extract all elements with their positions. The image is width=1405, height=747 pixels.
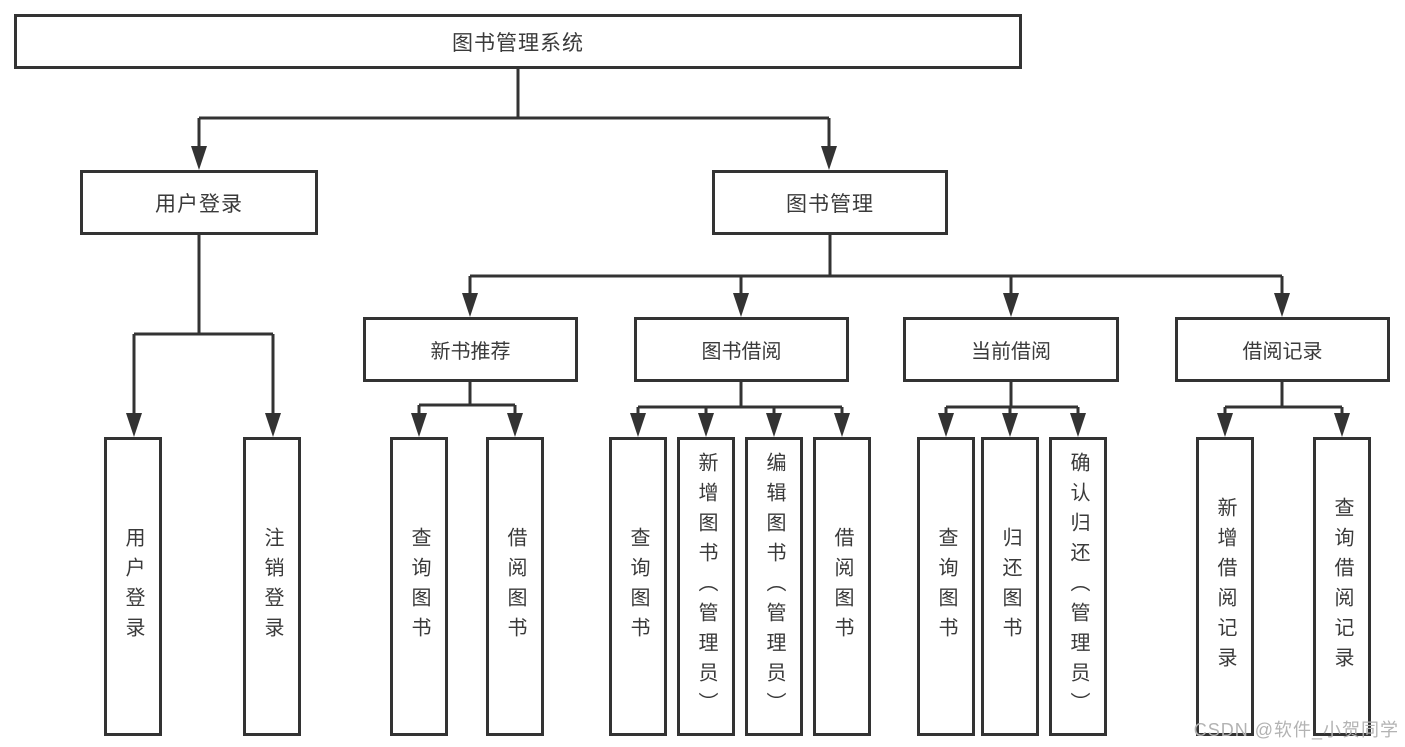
node-label: 借阅图书 xyxy=(831,526,853,647)
leaf-add-borrow-record: 新增借阅记录 xyxy=(1196,437,1254,736)
node-label: 确认归还（管理员） xyxy=(1067,451,1089,722)
leaf-query-books-recommend: 查询图书 xyxy=(390,437,448,736)
node-book-borrowing: 图书借阅 xyxy=(634,317,849,382)
leaf-confirm-return-admin: 确认归还（管理员） xyxy=(1049,437,1107,736)
node-new-book-recommendation: 新书推荐 xyxy=(363,317,578,382)
node-label: 新增借阅记录 xyxy=(1214,496,1236,677)
node-label: 新增图书（管理员） xyxy=(695,451,717,722)
leaf-edit-book-admin: 编辑图书（管理员） xyxy=(745,437,803,736)
node-label: 新书推荐 xyxy=(430,341,511,363)
node-label: 归还图书 xyxy=(999,526,1021,647)
node-label: 注销登录 xyxy=(261,526,283,647)
node-label: 图书借阅 xyxy=(701,341,782,363)
node-label: 查询图书 xyxy=(935,526,957,647)
node-current-borrowing: 当前借阅 xyxy=(903,317,1119,382)
leaf-user-login: 用户登录 xyxy=(104,437,162,736)
leaf-logout: 注销登录 xyxy=(243,437,301,736)
node-user-login-branch: 用户登录 xyxy=(80,170,318,235)
node-label: 查询借阅记录 xyxy=(1331,496,1353,677)
node-label: 用户登录 xyxy=(155,192,243,216)
node-label: 当前借阅 xyxy=(971,341,1051,363)
node-label: 用户登录 xyxy=(122,526,144,647)
node-label: 图书管理系统 xyxy=(452,31,584,55)
node-borrowing-records: 借阅记录 xyxy=(1175,317,1390,382)
leaf-query-borrow-record: 查询借阅记录 xyxy=(1313,437,1371,736)
node-label: 图书管理 xyxy=(786,192,874,216)
leaf-borrow-books-recommend: 借阅图书 xyxy=(486,437,544,736)
node-label: 查询图书 xyxy=(627,526,649,647)
node-label: 借阅图书 xyxy=(504,526,526,647)
leaf-query-books-current: 查询图书 xyxy=(917,437,975,736)
node-label: 编辑图书（管理员） xyxy=(763,451,785,722)
leaf-borrow-books-borrowing: 借阅图书 xyxy=(813,437,871,736)
node-label: 借阅记录 xyxy=(1242,341,1323,363)
leaf-return-books: 归还图书 xyxy=(981,437,1039,736)
node-label: 查询图书 xyxy=(408,526,430,647)
leaf-query-books-borrowing: 查询图书 xyxy=(609,437,667,736)
node-library-management-system: 图书管理系统 xyxy=(14,14,1022,69)
arrowheads xyxy=(126,146,1350,437)
node-book-management-branch: 图书管理 xyxy=(712,170,948,235)
leaf-add-book-admin: 新增图书（管理员） xyxy=(677,437,735,736)
